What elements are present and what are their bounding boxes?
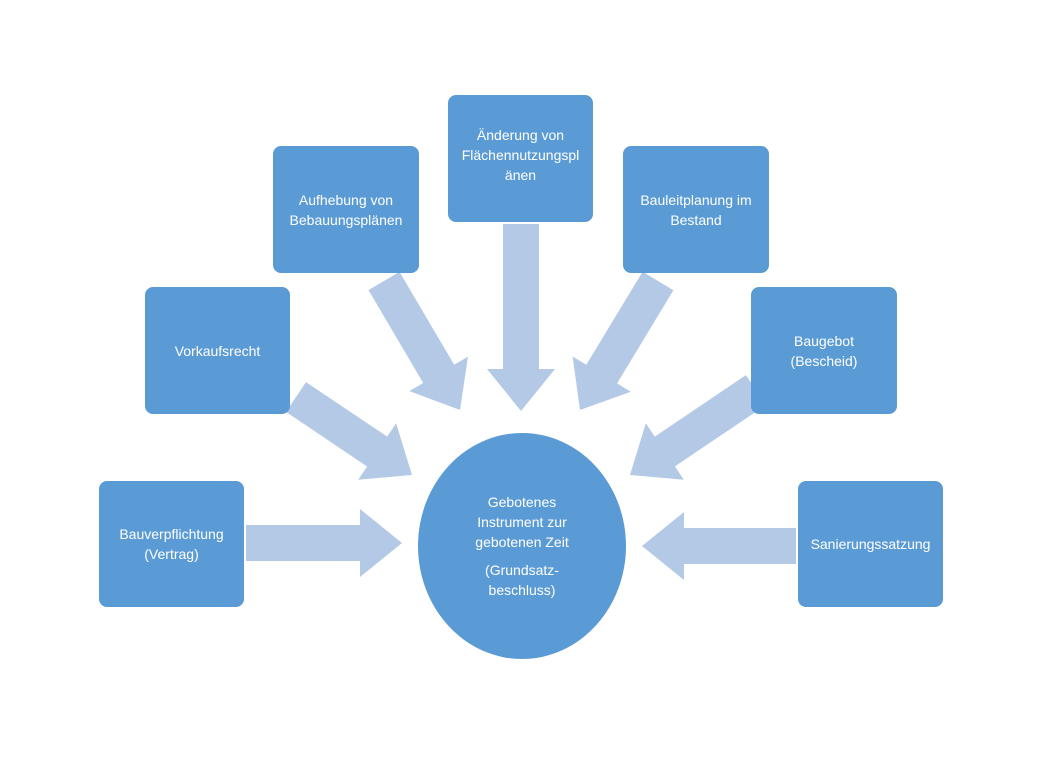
node-aenderung: Änderung von Flächennutzungspl änen	[448, 95, 593, 222]
node-vorkaufsrecht: Vorkaufsrecht	[145, 287, 290, 414]
arrow-bauleitplanung	[572, 271, 674, 410]
node-baugebot-line-1: Baugebot	[794, 332, 854, 349]
node-aufhebung: Aufhebung von Bebauungsplänen	[273, 146, 419, 273]
node-bauleitplanung: Bauleitplanung im Bestand	[623, 146, 769, 273]
node-aenderung-line-3: änen	[504, 167, 537, 183]
arrow-sanierungssatzung	[642, 512, 796, 580]
node-bauverpflichtung: Bauverpflichtung (Vertrag)	[99, 481, 244, 607]
node-baugebot-line-2: (Bescheid)	[790, 352, 858, 369]
center-line-1: Gebotenes	[487, 494, 557, 510]
arrow-bauverpflichtung	[246, 509, 402, 577]
node-baugebot: Baugebot (Bescheid)	[751, 287, 897, 414]
node-aufhebung-line-2: Bebauungsplänen	[289, 211, 403, 228]
node-bauverpflichtung-line-2: (Vertrag)	[144, 546, 199, 562]
center-subline-2: beschluss)	[488, 582, 556, 598]
node-aenderung-line-1: Änderung von	[476, 127, 565, 143]
node-vorkaufsrecht-line-1: Vorkaufsrecht	[174, 342, 261, 359]
node-bauleitplanung-line-2: Bestand	[670, 211, 722, 228]
arrow-aenderung	[487, 224, 555, 411]
center-line-3: gebotenen Zeit	[475, 534, 569, 550]
node-aufhebung-line-1: Aufhebung von	[298, 191, 394, 208]
node-aenderung-line-2: Flächennutzungspl	[461, 147, 580, 163]
node-bauverpflichtung-line-1: Bauverpflichtung	[119, 526, 224, 542]
arrow-vorkaufsrecht	[286, 382, 412, 480]
arrow-baugebot	[630, 375, 767, 480]
node-sanierungssatzung-line-1: Sanierungssatzung	[810, 536, 931, 552]
center-subline-1: (Grundsatz-	[485, 562, 559, 578]
node-sanierungssatzung: Sanierungssatzung	[798, 481, 943, 607]
center-circle: Gebotenes Instrument zur gebotenen Zeit …	[418, 433, 626, 659]
node-bauleitplanung-line-1: Bauleitplanung im	[640, 191, 752, 208]
center-line-2: Instrument zur	[477, 514, 567, 530]
arrow-aufhebung	[368, 271, 468, 410]
